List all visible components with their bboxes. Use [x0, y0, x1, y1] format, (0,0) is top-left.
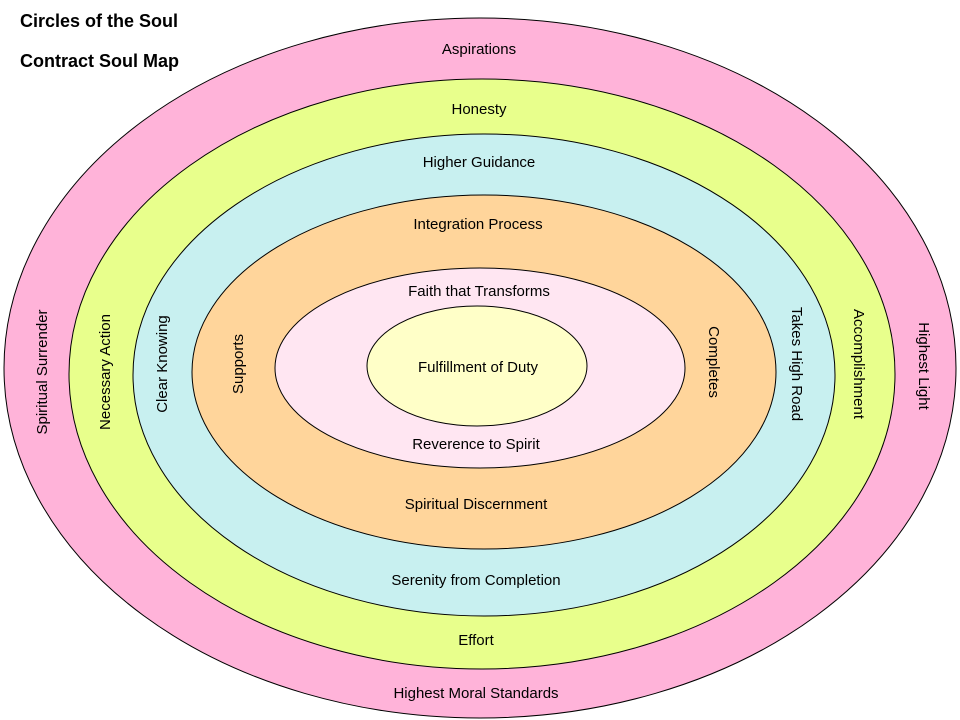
diagram-title: Circles of the Soul: [20, 11, 179, 31]
ring-third-top-label: Higher Guidance: [423, 154, 536, 171]
ring-fifth-bottom-label: Reverence to Spirit: [412, 436, 540, 453]
ring-outer-top-label: Aspirations: [442, 41, 516, 58]
ring-outer-bottom-label: Highest Moral Standards: [393, 685, 558, 702]
ring-fourth-left-label: Supports: [230, 334, 247, 394]
ring-second-top-label: Honesty: [451, 101, 507, 118]
ring-fifth-top-label: Faith that Transforms: [408, 283, 550, 300]
ring-outer-right-label: Highest Light: [915, 322, 932, 410]
ring-second-right-label: Accomplishment: [850, 309, 867, 420]
ring-third-right-label: Takes High Road: [788, 307, 805, 421]
ring-fourth-right-label: Completes: [705, 326, 722, 398]
ring-third-left-label: Clear Knowing: [154, 315, 171, 413]
ring-fourth-bottom-label: Spiritual Discernment: [405, 496, 548, 513]
core-label: Fulfillment of Duty: [418, 359, 539, 376]
ring-third-bottom-label: Serenity from Completion: [391, 572, 560, 589]
ring-fourth-top-label: Integration Process: [413, 216, 542, 233]
ring-outer-left-label: Spiritual Surrender: [34, 309, 51, 434]
diagram-subtitle: Contract Soul Map: [20, 51, 180, 71]
core-ellipse: [366, 305, 588, 427]
ring-second-bottom-label: Effort: [458, 632, 494, 649]
ring-second-left-label: Necessary Action: [97, 314, 114, 430]
